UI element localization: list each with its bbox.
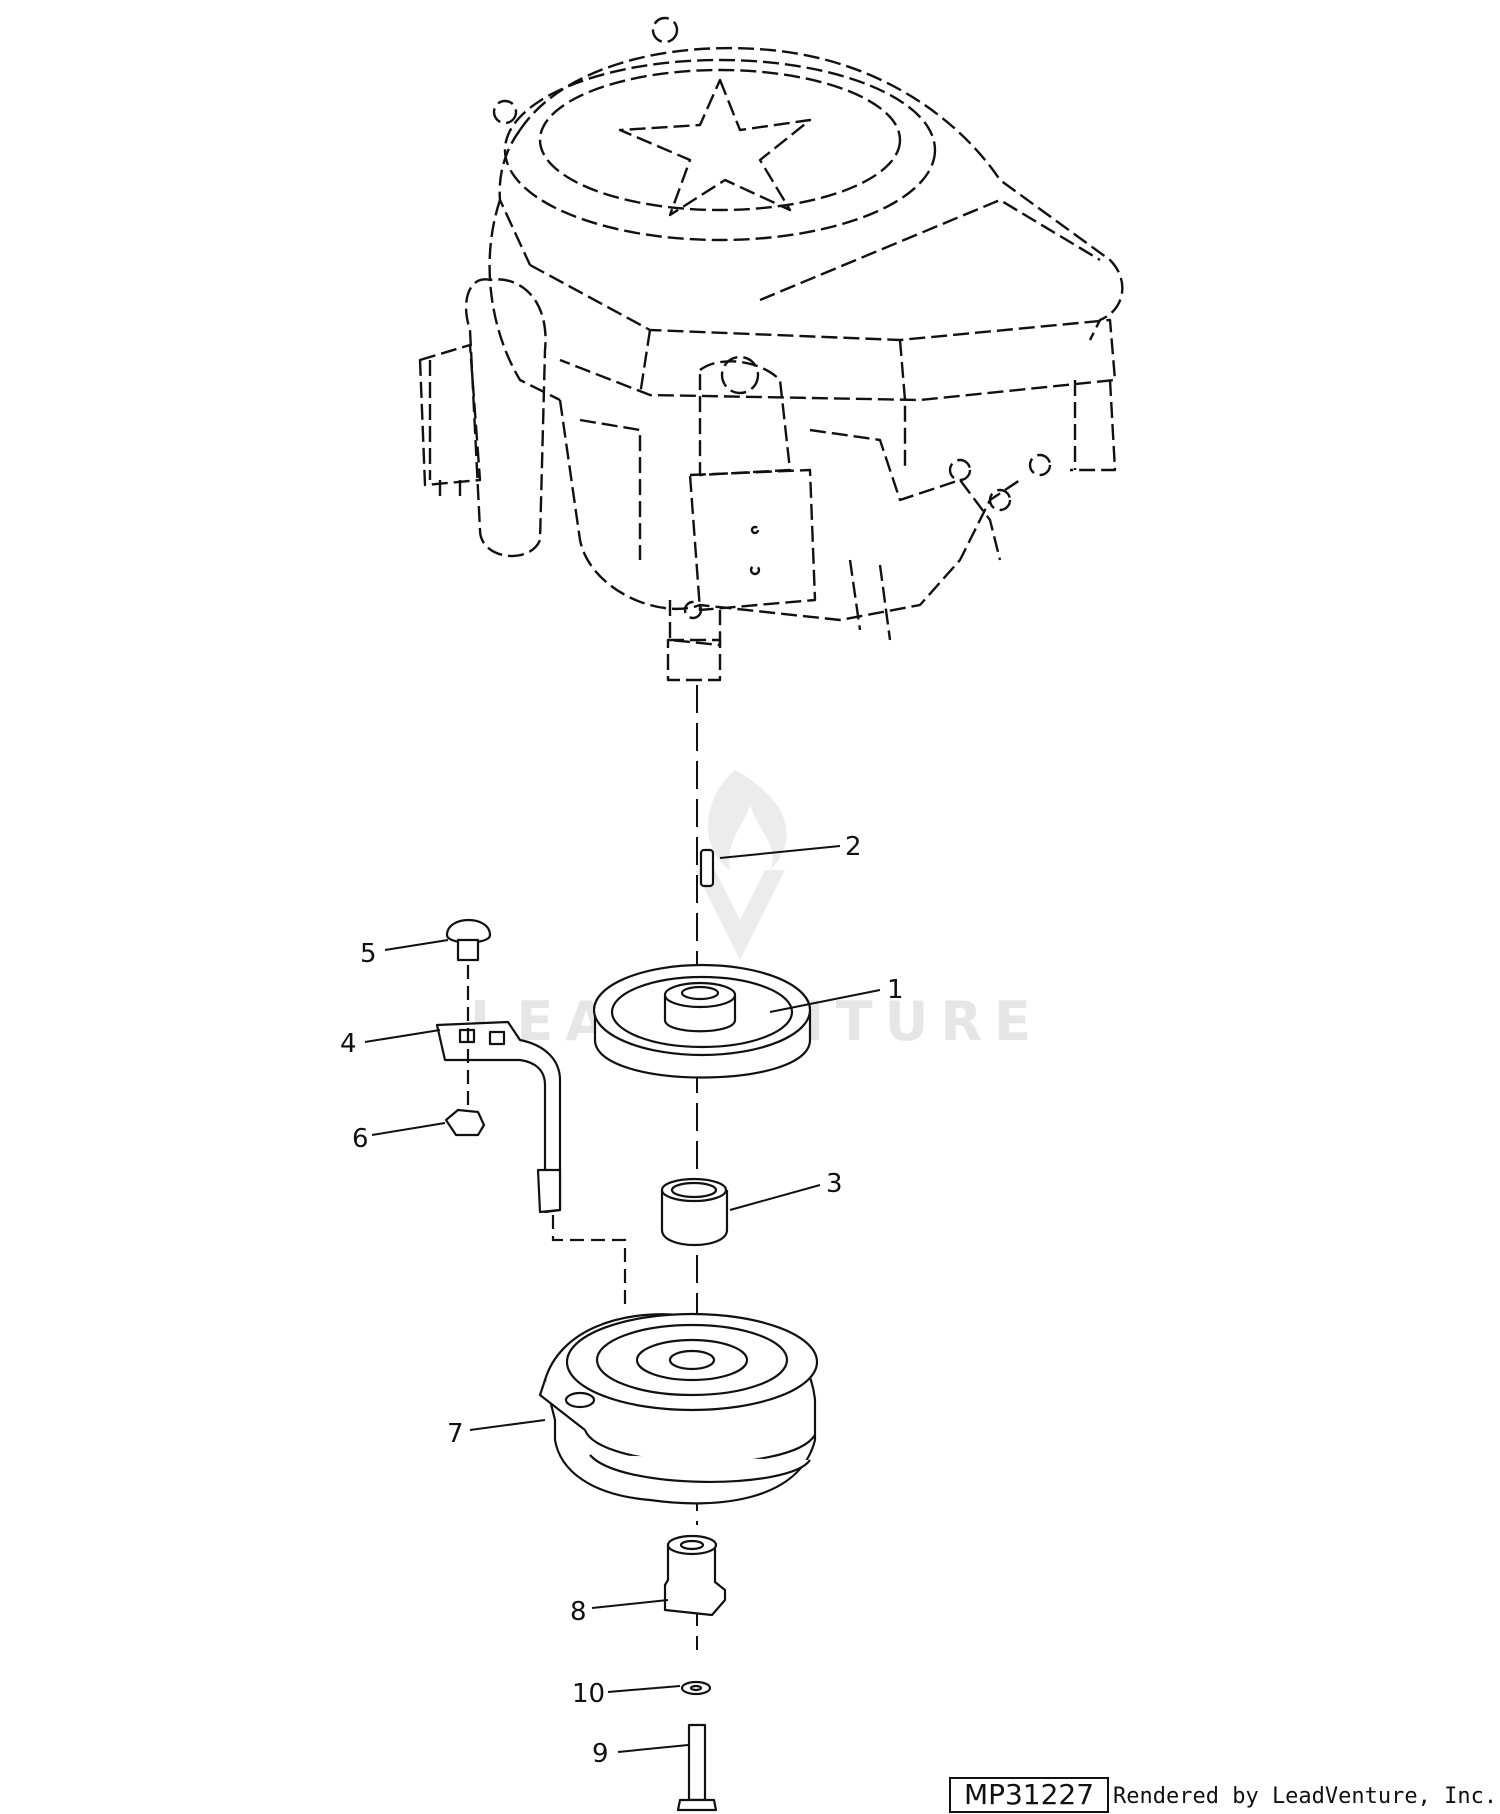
leader-3 <box>729 1184 821 1211</box>
part-7-clutch <box>538 1312 819 1505</box>
leader-5 <box>384 939 449 951</box>
callout-7: 7 <box>447 1419 464 1449</box>
callout-6: 6 <box>352 1124 369 1154</box>
diagram-id: MP31227 <box>949 1777 1109 1813</box>
part-8-spacer <box>663 1534 727 1617</box>
part-1-pulley <box>592 963 812 1079</box>
render-credit: Rendered by LeadVenture, Inc. <box>1113 1784 1498 1809</box>
leader-2 <box>719 845 841 859</box>
callout-10: 10 <box>572 1679 605 1709</box>
part-10-washer <box>680 1680 712 1696</box>
callout-9: 9 <box>592 1739 609 1769</box>
part-6-nut <box>444 1108 486 1137</box>
part-9-bolt <box>676 1723 718 1812</box>
callout-3: 3 <box>826 1169 843 1199</box>
part-3-bushing <box>660 1177 729 1246</box>
leader-7 <box>469 1419 546 1431</box>
leader-9 <box>617 1744 689 1753</box>
callout-2: 2 <box>845 832 862 862</box>
leader-8 <box>591 1599 669 1609</box>
part-2-key <box>699 848 715 888</box>
leader-6 <box>371 1122 446 1136</box>
leader-4 <box>364 1029 441 1043</box>
part-5-bolt <box>445 918 492 962</box>
watermark-logo <box>695 770 787 960</box>
engine-outline <box>418 16 1124 682</box>
part-4-bracket <box>435 1020 627 1310</box>
callout-4: 4 <box>340 1029 357 1059</box>
callout-5: 5 <box>360 939 377 969</box>
leader-10 <box>607 1685 681 1693</box>
callout-8: 8 <box>570 1597 587 1627</box>
callout-1: 1 <box>887 975 904 1005</box>
leader-1 <box>769 989 881 1013</box>
